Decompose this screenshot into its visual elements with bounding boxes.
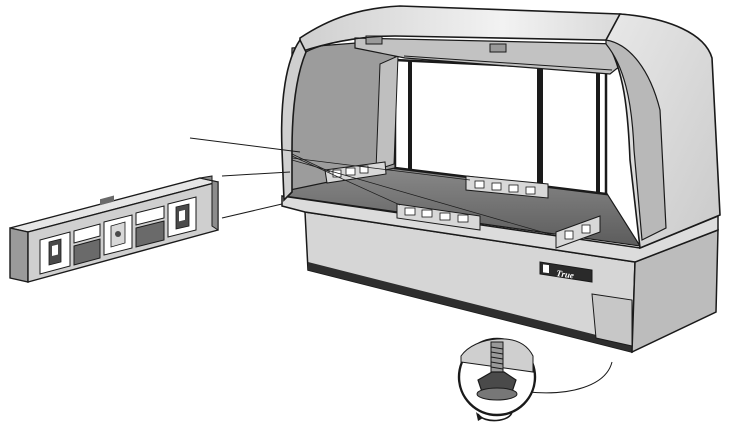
light-bracket-right	[489, 43, 507, 53]
callout-leader	[527, 361, 613, 394]
light-bracket-left	[365, 35, 383, 45]
outlet-strip-front-center	[396, 203, 481, 231]
outlet-strip-right-end	[555, 215, 601, 249]
deck-wiring	[291, 153, 557, 237]
outlet-receptacle-3	[167, 196, 197, 238]
blank-plate-1	[73, 223, 101, 266]
blank-plate-2	[135, 205, 165, 248]
brand-logo-text: True	[556, 268, 575, 280]
outlet-receptacle-2	[103, 214, 133, 256]
callout-guides	[189, 137, 301, 219]
threaded-stud	[490, 341, 504, 375]
right-end-glass-inner	[605, 39, 667, 241]
cabinet-base: True	[304, 211, 719, 354]
leveling-leg-callout	[457, 337, 613, 422]
base-kick-plate	[308, 262, 632, 352]
enlarged-outlet-strip	[9, 175, 219, 283]
left-end-glass	[280, 38, 307, 202]
brand-badge: True	[539, 261, 593, 283]
curved-glass-canopy	[280, 5, 721, 250]
base-grille	[591, 293, 633, 347]
rear-opening	[289, 39, 608, 196]
outlet-strip-rear-right	[465, 175, 549, 199]
outlet-receptacle-1	[39, 231, 71, 275]
